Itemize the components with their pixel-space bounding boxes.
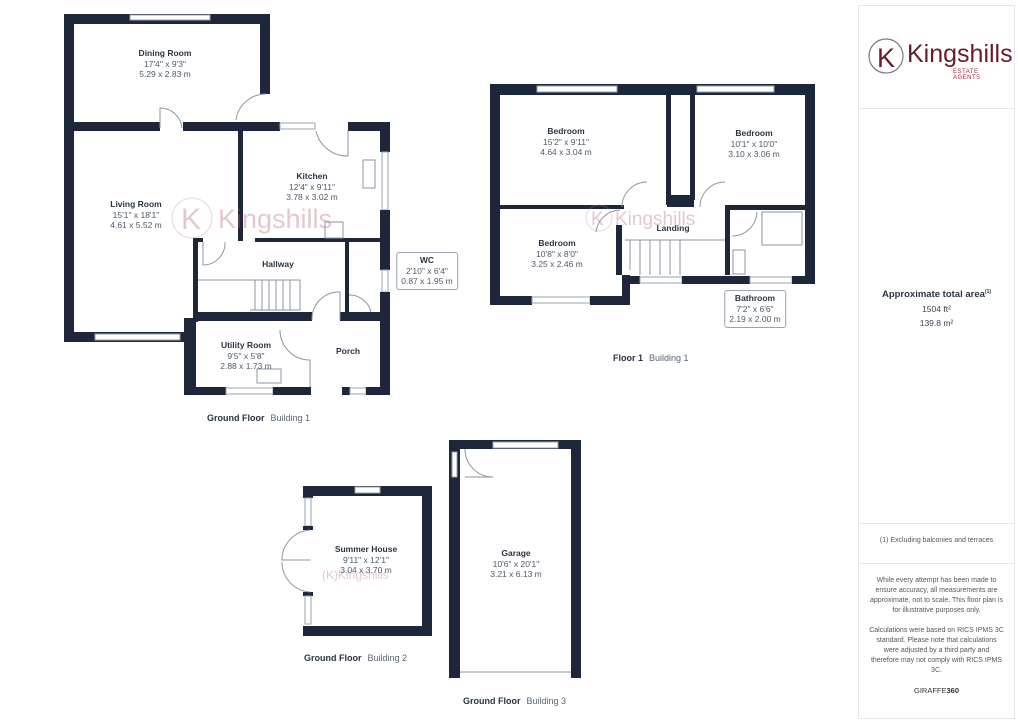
area-imperial: 1504 ft² xyxy=(922,304,951,315)
room-size-metric: 4.64 x 3.04 m xyxy=(540,147,592,157)
room-size-metric: 3.04 x 3.70 m xyxy=(340,565,392,575)
room-name: Bedroom xyxy=(735,128,773,138)
building-name: Building 3 xyxy=(526,696,567,706)
room-size-metric: 3.25 x 2.46 m xyxy=(531,259,583,269)
building-name: Building 1 xyxy=(649,353,689,363)
watermark-logo: K Kingshills xyxy=(171,197,332,239)
room-label-hallway: Hallway xyxy=(262,259,294,270)
room-size-metric: 2.19 x 2.00 m xyxy=(729,314,781,324)
footnote-section: (1) Excluding balconies and terraces xyxy=(859,523,1014,564)
brand-tagline: ESTATE AGENTS xyxy=(953,69,981,81)
watermark-logo: (K)Kingshills xyxy=(322,568,389,582)
room-label-utility-room: Utility Room 9'5" x 5'8" 2.88 x 1.73 m xyxy=(220,340,272,372)
room-label-landing: Landing xyxy=(656,223,689,234)
garage-walls xyxy=(449,440,581,678)
room-label-dining-room: Dining Room 17'4" x 9'3" 5.29 x 2.83 m xyxy=(139,48,192,80)
room-name: Dining Room xyxy=(138,48,192,58)
room-size-imperial: 10'1" x 10'0" xyxy=(730,138,778,149)
room-label-bedroom-1: Bedroom 15'2" x 9'11" 4.64 x 3.04 m xyxy=(540,126,592,158)
watermark-logo: K Kingshills xyxy=(585,204,695,232)
building-name: Building 2 xyxy=(367,653,408,663)
footnote-mark: (1) xyxy=(984,289,992,295)
floor-caption: Ground Floor Building 1 xyxy=(207,413,310,423)
floor-1-walls xyxy=(490,84,815,305)
svg-text:K: K xyxy=(877,43,895,73)
room-label-kitchen: Kitchen 12'4" x 9'11" 3.78 x 3.02 m xyxy=(286,171,338,203)
svg-text:Kingshills: Kingshills xyxy=(218,204,332,234)
room-size-metric: 3.21 x 6.13 m xyxy=(490,569,542,579)
room-label-bedroom-3: Bedroom 10'8" x 8'0" 3.25 x 2.46 m xyxy=(531,238,583,270)
room-size-metric: 5.29 x 2.83 m xyxy=(139,69,191,79)
calculation-note: Calculations were based on RICS IPMS 3C … xyxy=(869,627,1004,674)
room-name: Bathroom xyxy=(734,293,776,303)
room-name: WC xyxy=(419,255,435,265)
floor-caption: Ground Floor Building 2 xyxy=(304,653,407,663)
room-size-imperial: 15'1" x 18'1" xyxy=(112,209,160,220)
brand-name: Kingshills xyxy=(907,40,1013,68)
room-name: Landing xyxy=(656,223,690,233)
floor-plan-drawing xyxy=(64,14,815,678)
room-label-living-room: Living Room 15'1" x 18'1" 4.61 x 5.52 m xyxy=(110,199,162,231)
room-size-imperial: 15'2" x 9'11" xyxy=(542,136,589,147)
svg-text:K: K xyxy=(181,203,201,236)
room-name: Kitchen xyxy=(296,171,328,181)
room-label-porch: Porch xyxy=(336,346,360,357)
room-size-imperial: 9'11" x 12'1" xyxy=(342,554,389,565)
floor-caption: Floor 1 Building 1 xyxy=(613,353,689,363)
room-size-imperial: 12'4" x 9'11" xyxy=(288,181,335,192)
info-sidebar: K Kingshills ESTATE AGENTS Approximate t… xyxy=(858,5,1015,719)
room-size-metric: 4.61 x 5.52 m xyxy=(110,220,162,230)
floor-name: Ground Floor xyxy=(207,413,265,423)
svg-text:Kingshills: Kingshills xyxy=(615,209,695,230)
room-label-summer-house: Summer House 9'11" x 12'1" 3.04 x 3.70 m xyxy=(335,544,397,576)
footnote: (1) Excluding balconies and terraces xyxy=(879,537,994,544)
room-size-imperial: 10'8" x 8'0" xyxy=(536,248,578,259)
disclaimer: While every attempt has been made to ens… xyxy=(870,577,1003,614)
room-label-wc: WC 2'10" x 6'4" 0.87 x 1.95 m xyxy=(396,252,458,290)
room-name: Summer House xyxy=(334,544,398,554)
summer-house-walls xyxy=(281,486,432,636)
room-name: Living Room xyxy=(110,199,162,209)
area-title-text: Approximate total area xyxy=(881,289,985,301)
room-size-metric: 3.78 x 3.02 m xyxy=(286,192,338,202)
room-name: Hallway xyxy=(262,259,294,269)
floor-name: Floor 1 xyxy=(613,353,644,363)
room-name: Utility Room xyxy=(220,340,272,350)
area-metric: 139.8 m² xyxy=(919,318,954,329)
room-size-metric: 3.10 x 3.06 m xyxy=(728,149,780,159)
room-name: Porch xyxy=(335,346,361,356)
room-label-bedroom-2: Bedroom 10'1" x 10'0" 3.10 x 3.06 m xyxy=(728,128,780,160)
room-size-metric: 0.87 x 1.95 m xyxy=(401,276,453,286)
floor-name: Ground Floor xyxy=(463,696,521,706)
credit-text-bold: 360 xyxy=(946,686,960,695)
area-section: Approximate total area(1) 1504 ft² 139.8… xyxy=(859,108,1014,524)
room-size-imperial: 2'10" x 6'4" xyxy=(406,265,448,276)
room-name: Bedroom xyxy=(547,126,585,136)
svg-text:K: K xyxy=(591,209,604,230)
room-label-garage: Garage 10'6" x 20'1" 3.21 x 6.13 m xyxy=(490,548,542,580)
room-size-imperial: 17'4" x 9'3" xyxy=(144,58,186,69)
kingshills-logo-icon: K xyxy=(868,38,904,74)
room-label-bathroom: Bathroom 7'2" x 6'6" 2.19 x 2.00 m xyxy=(724,290,786,328)
floor-name: Ground Floor xyxy=(304,653,362,663)
room-size-metric: 2.88 x 1.73 m xyxy=(220,361,272,371)
disclaimer-section: While every attempt has been made to ens… xyxy=(859,563,1014,719)
room-size-imperial: 10'6" x 20'1" xyxy=(492,558,540,569)
brand-logo: K Kingshills ESTATE AGENTS xyxy=(867,36,1013,82)
area-title: Approximate total area(1) xyxy=(859,289,1014,300)
svg-text:(K)Kingshills: (K)Kingshills xyxy=(322,568,389,582)
credit-text: GIRAFFE xyxy=(913,686,947,695)
room-name: Garage xyxy=(501,548,531,558)
room-size-imperial: 9'5" x 5'8" xyxy=(227,350,265,361)
ground-floor-building-1-walls xyxy=(64,14,390,395)
room-size-imperial: 7'2" x 6'6" xyxy=(736,303,774,314)
room-name: Bedroom xyxy=(538,238,576,248)
floor-caption: Ground Floor Building 3 xyxy=(463,696,566,706)
building-name: Building 1 xyxy=(270,413,311,423)
giraffe360-credit: GIRAFFE360 xyxy=(859,686,1014,695)
